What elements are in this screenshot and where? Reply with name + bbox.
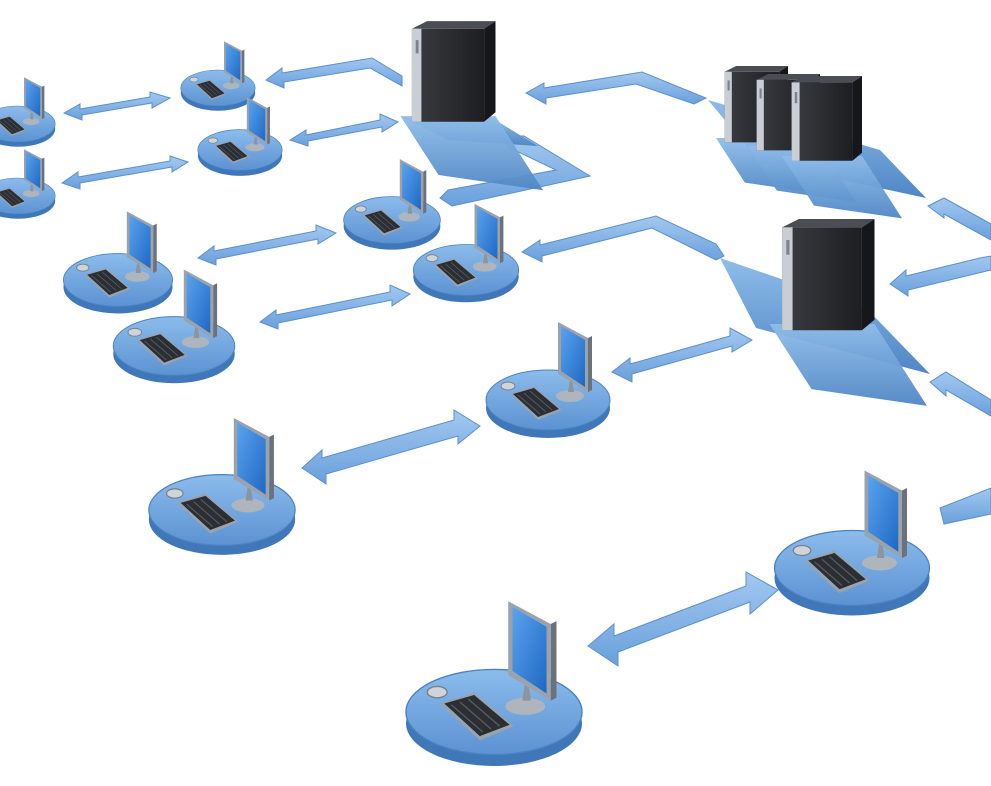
workstation bbox=[0, 76, 56, 148]
link-arrow bbox=[587, 571, 779, 667]
link-arrow bbox=[62, 91, 172, 121]
computer-workstation-icon bbox=[180, 40, 256, 112]
computer-workstation-icon bbox=[773, 469, 931, 617]
link-arrow bbox=[439, 135, 592, 207]
link-arrow bbox=[265, 57, 403, 89]
link-arrow bbox=[288, 113, 400, 147]
link-arrow bbox=[60, 155, 190, 190]
server-tower-icon bbox=[769, 219, 927, 406]
workstation bbox=[405, 600, 583, 767]
link-arrow bbox=[927, 197, 991, 241]
connection-arrows bbox=[60, 57, 991, 667]
link-arrow bbox=[611, 327, 754, 383]
workstation bbox=[0, 148, 56, 220]
computer-workstation-icon bbox=[62, 210, 173, 314]
server-tower-icon bbox=[782, 76, 902, 219]
computer-workstation-icon bbox=[485, 321, 611, 439]
server-tower-icon bbox=[400, 21, 543, 191]
link-arrow bbox=[521, 215, 725, 263]
workstation bbox=[148, 417, 296, 556]
workstation bbox=[180, 40, 256, 112]
computer-workstation-icon bbox=[343, 158, 441, 251]
link-arrow bbox=[196, 224, 338, 266]
link-arrow bbox=[258, 284, 412, 330]
server-2 bbox=[720, 219, 930, 406]
server-cluster bbox=[708, 66, 926, 219]
computer-workstation-icon bbox=[405, 600, 583, 767]
computer-workstation-icon bbox=[0, 76, 56, 148]
workstation bbox=[485, 321, 611, 439]
computer-workstation-icon bbox=[148, 417, 296, 556]
link-arrow bbox=[301, 409, 481, 485]
server-1 bbox=[400, 21, 543, 191]
link-arrow bbox=[939, 487, 991, 525]
link-arrow bbox=[889, 255, 991, 297]
workstation bbox=[62, 210, 173, 314]
link-arrow bbox=[524, 71, 708, 105]
link-arrow bbox=[929, 371, 991, 417]
computer-workstation-icon bbox=[0, 148, 56, 220]
workstation bbox=[343, 158, 441, 251]
workstation bbox=[773, 469, 931, 617]
